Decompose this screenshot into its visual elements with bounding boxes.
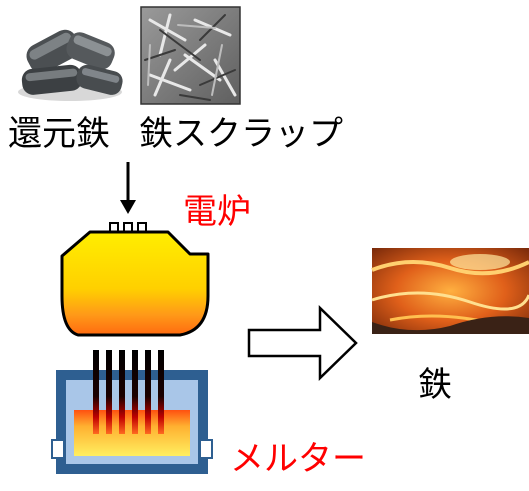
feed-arrow	[120, 162, 136, 214]
melter-electrodes	[93, 350, 164, 434]
process-arrow	[247, 305, 358, 381]
molten-iron-image	[371, 248, 529, 334]
reduced-iron-label: 還元鉄	[8, 114, 110, 154]
iron-scrap-label: 鉄スクラップ	[139, 114, 343, 154]
iron-scrap-image	[140, 6, 241, 105]
iron-product-label: 鉄	[418, 365, 452, 405]
electric-furnace-icon	[60, 222, 210, 337]
electric-furnace-label: 電炉	[183, 192, 251, 232]
melter-icon	[51, 350, 213, 474]
melter-label: メルター	[230, 439, 366, 479]
reduced-iron-image	[18, 29, 123, 101]
